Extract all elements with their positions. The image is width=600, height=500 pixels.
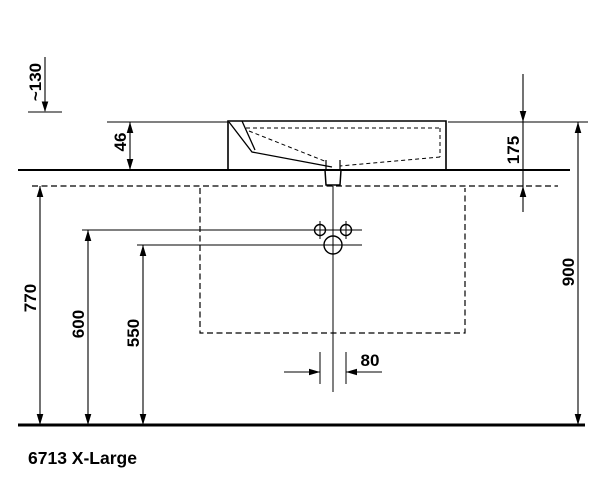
left-arrow-icon — [346, 368, 357, 376]
right-arrow-icon — [309, 368, 320, 376]
drain-hole — [323, 235, 343, 255]
dim-rim-above-counter-label: 46 — [111, 133, 130, 152]
down-arrow-icon — [574, 414, 582, 425]
dim-rim-above-counter: 46 — [107, 121, 228, 170]
dim-hole-spacing: 80 — [284, 351, 382, 384]
drain-outlet — [324, 169, 342, 186]
dim-console-underside-label: 770 — [21, 284, 40, 312]
dim-basin-height-label: 175 — [504, 136, 523, 164]
basin-hidden-bowl-slope-left — [248, 130, 328, 163]
dim-console-underside: 770 — [21, 186, 44, 425]
dim-rim-to-floor-label: 900 — [559, 258, 578, 286]
down-arrow-icon — [519, 111, 527, 122]
up-arrow-icon — [84, 230, 92, 241]
dim-hole-spacing-label: 80 — [361, 351, 380, 370]
dim-rim-to-floor: 900 — [559, 122, 582, 425]
down-arrow-icon — [36, 414, 44, 425]
down-arrow-icon — [126, 159, 134, 170]
dim-upper-holes: 600 — [69, 230, 92, 425]
down-arrow-icon — [41, 101, 49, 112]
model-label: 6713 X-Large — [28, 448, 137, 468]
up-arrow-icon — [574, 122, 582, 133]
down-arrow-icon — [84, 414, 92, 425]
mounting-holes — [82, 186, 362, 392]
basin-section — [227, 120, 447, 186]
dim-lower-hole: 550 — [124, 245, 147, 425]
dim-upper-holes-label: 600 — [69, 310, 88, 338]
up-arrow-icon — [139, 245, 147, 256]
dim-basin-height: 175 — [504, 74, 527, 212]
up-arrow-icon — [519, 186, 527, 197]
up-arrow-icon — [36, 186, 44, 197]
up-arrow-icon — [126, 122, 134, 133]
basin-inner-wall — [228, 121, 333, 168]
dim-approx-offset-label: ~130 — [26, 63, 45, 101]
dim-approx-offset: ~130 — [26, 57, 62, 113]
basin-hidden-bowl-slope-right — [339, 156, 441, 167]
basin-outer-outline — [227, 120, 447, 170]
dim-lower-hole-label: 550 — [124, 319, 143, 347]
down-arrow-icon — [139, 414, 147, 425]
reference-lines — [18, 169, 585, 427]
basin-rim-section — [241, 120, 256, 151]
